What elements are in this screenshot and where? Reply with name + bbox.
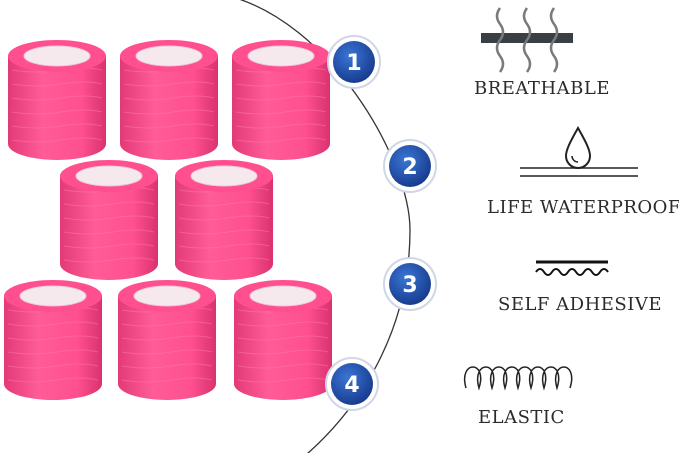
tape-roll bbox=[120, 40, 218, 160]
feature-label-breathable: BREATHABLE bbox=[474, 78, 610, 99]
step-badge-2: 2 bbox=[383, 139, 437, 193]
breathable-icon bbox=[481, 7, 573, 73]
step-badge-3: 3 bbox=[383, 257, 437, 311]
step-badge-4: 4 bbox=[325, 357, 379, 411]
elastic-coil-icon bbox=[463, 366, 573, 391]
tape-roll bbox=[60, 160, 158, 280]
step-number: 4 bbox=[344, 373, 359, 398]
tape-roll bbox=[175, 160, 273, 280]
step-badges: 1 2 3 4 bbox=[325, 35, 437, 411]
feature-label-waterproof: LIFE WATERPROOF bbox=[487, 197, 679, 218]
tape-roll bbox=[234, 280, 332, 400]
adhesive-wave-icon bbox=[535, 260, 609, 276]
feature-label-elastic: ELASTIC bbox=[478, 407, 565, 428]
tape-roll bbox=[232, 40, 330, 160]
tape-roll bbox=[4, 280, 102, 400]
tape-rolls bbox=[4, 40, 332, 400]
step-badge-1: 1 bbox=[327, 35, 381, 89]
step-number: 3 bbox=[402, 273, 417, 298]
feature-label-adhesive: SELF ADHESIVE bbox=[498, 294, 662, 315]
water-drop-icon bbox=[520, 125, 638, 177]
tape-roll bbox=[118, 280, 216, 400]
tape-roll bbox=[8, 40, 106, 160]
step-number: 1 bbox=[346, 51, 361, 76]
step-number: 2 bbox=[402, 155, 417, 180]
